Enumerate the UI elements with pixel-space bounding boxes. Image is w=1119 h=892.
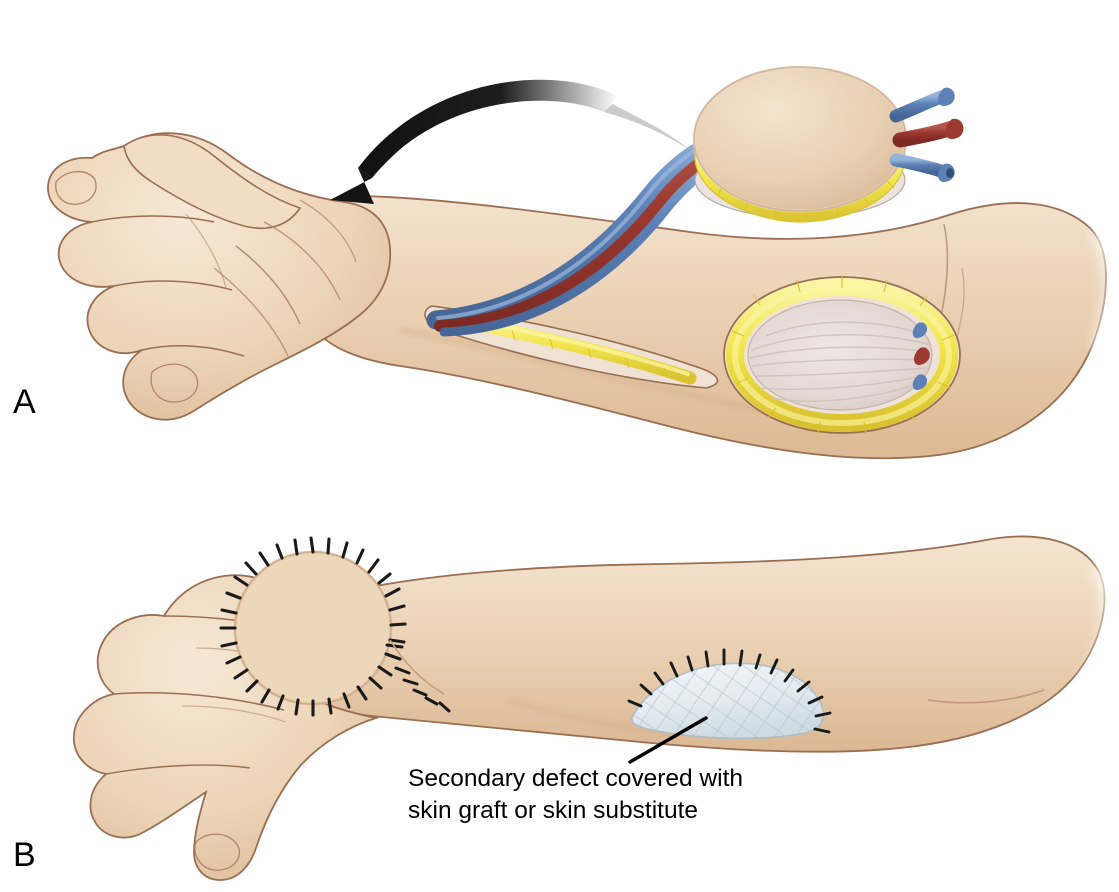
meshed-skin-graft — [627, 648, 832, 740]
annotation-text-line-2: skin graft or skin substitute — [408, 797, 699, 824]
sutured-circular-flap — [219, 536, 451, 717]
recipient-vessel-stumps — [876, 322, 930, 391]
elevated-free-flap — [692, 65, 964, 223]
annotation-text-line-1: Secondary defect covered with — [408, 765, 744, 792]
graft-suture-line — [627, 648, 832, 734]
hand-panel-a — [47, 132, 392, 421]
panel-b-group — [73, 535, 1112, 881]
fat-lobule-marks — [731, 275, 955, 435]
forearm-panel-a — [306, 195, 1112, 460]
panel-label-a: A — [13, 383, 37, 421]
hand-panel-b — [73, 574, 380, 881]
annotation-leader-line — [628, 716, 708, 764]
flap-vessel-stumps — [889, 87, 964, 183]
flap-suture-line — [219, 536, 407, 717]
forearm-donor-defect — [723, 275, 961, 435]
panel-label-b: B — [13, 836, 37, 874]
transfer-arrow-icon — [330, 79, 690, 204]
panel-a-group — [47, 65, 1112, 460]
